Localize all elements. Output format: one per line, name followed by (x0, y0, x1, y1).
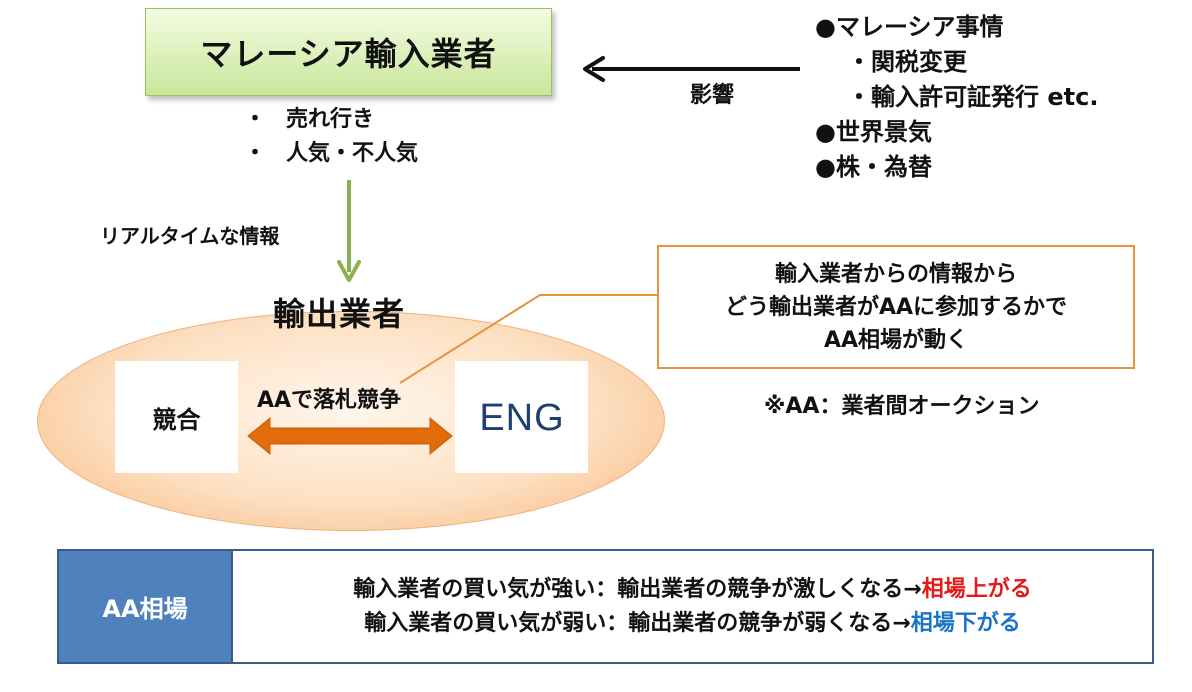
market-body: 輸入業者の買い気が強い：輸出業者の競争が激しくなる→相場上がる 輸入業者の買い気… (233, 551, 1152, 662)
influence-label: 影響 (690, 83, 735, 108)
aa-bid-label: AAで落札競争 (257, 388, 402, 413)
realtime-info-label: リアルタイムな情報 (100, 224, 280, 248)
market-row-strong: 輸入業者の買い気が強い：輸出業者の競争が激しくなる→相場上がる (353, 573, 1031, 607)
realtime-info-arrow (337, 180, 361, 282)
bullet-item: ・売れ行き (244, 103, 418, 137)
callout-line-1: 輸入業者からの情報から (774, 261, 1017, 287)
competitor-label: 競合 (152, 405, 201, 434)
importer-box: マレーシア輸入業者 (145, 8, 552, 96)
eng-logo-box: ENG (455, 361, 588, 473)
bullet-dot: ・ (244, 141, 267, 166)
aa-market-table: AA相場 輸入業者の買い気が強い：輸出業者の競争が激しくなる→相場上がる 輸入業… (57, 549, 1154, 664)
callout-connector (399, 294, 657, 384)
aa-definition-note: ※AA：業者間オークション (764, 394, 1040, 419)
market-row-weak: 輸入業者の買い気が弱い：輸出業者の競争が弱くなる→相場下がる (364, 607, 1020, 641)
bidding-double-arrow (247, 416, 453, 456)
bullet-dot: ・ (244, 107, 267, 132)
market-header: AA相場 (59, 551, 233, 662)
callout-box: 輸入業者からの情報から どう輸出業者がAAに参加するかで AA相場が動く (657, 245, 1135, 369)
market-header-label: AA相場 (102, 595, 188, 623)
callout-line-2: どう輸出業者がAAに参加するかで (724, 294, 1068, 320)
factor-permit: ・輸入許可証発行 etc. (847, 83, 1099, 111)
market-result-up: 相場上がる (921, 576, 1032, 602)
influence-arrow (583, 56, 800, 82)
market-result-down: 相場下がる (910, 610, 1021, 636)
factor-tariff: ・関税変更 (847, 48, 967, 76)
eng-logo: ENG (479, 397, 564, 437)
competitor-box: 競合 (115, 361, 238, 473)
market-row-weak-text: 輸入業者の買い気が弱い：輸出業者の競争が弱くなる→ (364, 610, 911, 636)
factor-stock-fx: ●株・為替 (815, 153, 932, 181)
bullet-text-popularity: 人気・不人気 (286, 141, 419, 166)
factor-economy: ●世界景気 (815, 118, 932, 146)
eng-logo-text: ENG (479, 397, 564, 437)
bullet-item: ・人気・不人気 (244, 137, 418, 171)
importer-title: マレーシア輸入業者 (200, 35, 497, 73)
factors-list: ●マレーシア事情 ・関税変更 ・輸入許可証発行 etc. ●世界景気 ●株・為替 (815, 10, 1098, 185)
factor-malaysia: ●マレーシア事情 (815, 13, 1004, 41)
market-row-strong-text: 輸入業者の買い気が強い：輸出業者の競争が激しくなる→ (353, 576, 922, 602)
importer-bullets: ・売れ行き ・人気・不人気 (244, 103, 418, 171)
callout-line-3: AA相場が動く (823, 327, 969, 353)
exporter-title: 輸出業者 (273, 295, 406, 333)
bullet-text-sales: 売れ行き (286, 107, 375, 132)
